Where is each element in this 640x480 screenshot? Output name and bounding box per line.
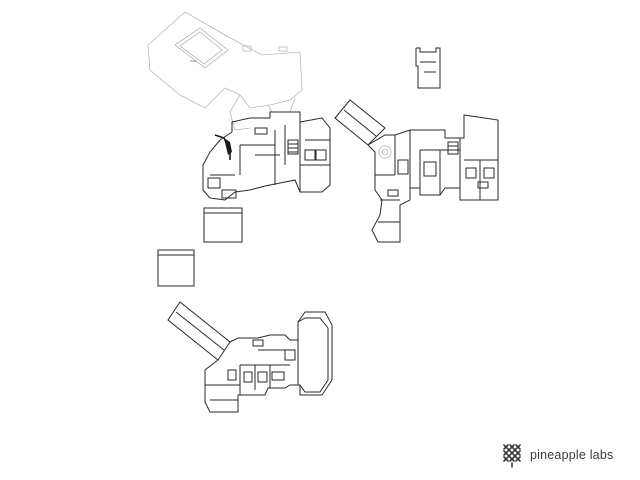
brand-name: pineapple labs [530,448,614,462]
floor-plan-lower-level [167,301,333,413]
svg-text:POOL: POOL [190,60,197,63]
floor-plan-detached-garage [157,249,195,287]
brand-logo: pineapple labs [500,439,630,471]
floor-plan-main-level [202,111,331,243]
floor-plan-detached-small [415,47,441,89]
floor-plan-upper-level [334,99,499,243]
pineapple-lattice-icon [503,444,521,468]
